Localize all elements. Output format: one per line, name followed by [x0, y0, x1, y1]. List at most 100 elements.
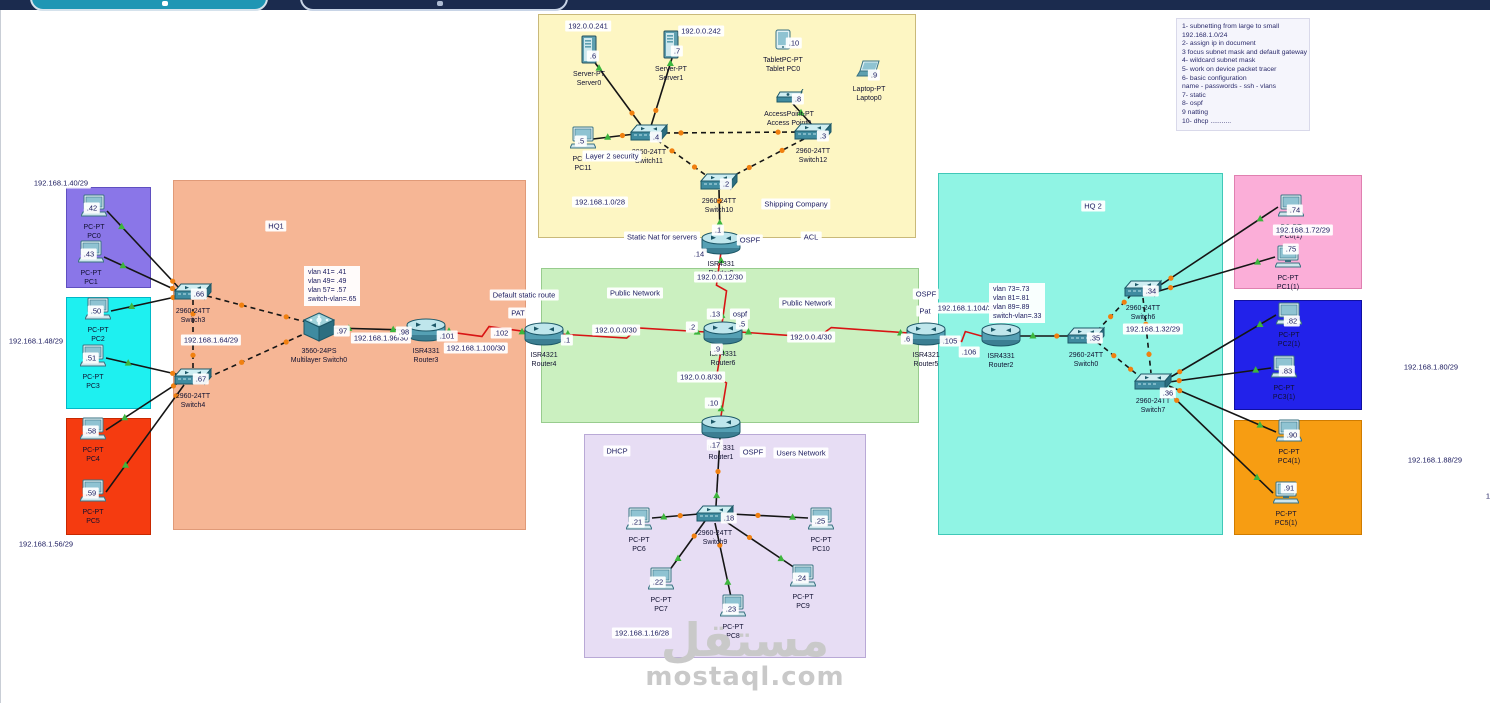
link-up-arrow: [744, 328, 752, 335]
device-model-label: PC-PT: [792, 594, 814, 601]
region-branch-pcs-c: [66, 418, 151, 535]
device-model-label: 2960-24TT: [795, 148, 831, 155]
port-status-dot: [1128, 366, 1134, 372]
cable-link[interactable]: [106, 210, 181, 290]
link-up-arrow: [1256, 320, 1264, 327]
cable-link[interactable]: [715, 251, 728, 325]
note-label: .67: [192, 373, 210, 385]
link-up-arrow: [595, 64, 603, 71]
note-label: 192.0.0.12/30: [694, 271, 746, 283]
port-status-dot: [1054, 333, 1060, 339]
device-name-label: PC3(1): [1272, 394, 1296, 401]
note-label: 192.168.1.104/30: [934, 302, 1000, 314]
device-name-label: PC8: [726, 633, 740, 640]
device-model-label: PC-PT: [82, 374, 104, 381]
device-router1[interactable]: ISR4331Router1: [676, 415, 766, 462]
device-name-label: Server1: [658, 75, 684, 82]
cable-link[interactable]: [1168, 385, 1277, 433]
cable-link[interactable]: [592, 133, 636, 140]
port-status-dot: [691, 533, 697, 539]
note-label: 192.168.1.80/29: [1400, 361, 1462, 373]
device-name-label: PC0(1): [1279, 233, 1303, 240]
cable-link[interactable]: [105, 380, 182, 431]
note-label: .9: [867, 69, 881, 81]
port-status-dot: [677, 513, 683, 519]
device-model-label: AccessPoint-PT: [764, 111, 814, 118]
cable-link[interactable]: [656, 139, 708, 177]
device-model-label: TabletPC-PT: [763, 57, 803, 64]
port-status-dot: [283, 314, 289, 320]
link-up-arrow: [604, 133, 612, 140]
cable-link[interactable]: [206, 295, 307, 323]
cable-link[interactable]: [103, 256, 181, 293]
note-label: 192.168.1.40/29: [30, 177, 92, 189]
note-label: HQ 2: [1081, 200, 1105, 212]
note-label: 192.168.1.64/29: [180, 334, 242, 346]
port-status-dot: [779, 147, 785, 153]
cable-link[interactable]: [110, 295, 181, 312]
note-label: .50: [87, 305, 105, 317]
port-status-dot: [1168, 275, 1174, 281]
note-label: PAT: [508, 307, 528, 319]
cable-link[interactable]: [1165, 389, 1274, 494]
note-label: 192.168.1.100/30: [443, 342, 509, 354]
device-model-label: PC-PT: [1277, 275, 1299, 282]
device-model-label: ISR4321: [912, 352, 940, 359]
device-name-label: Switch10: [704, 207, 734, 214]
tab-active[interactable]: [30, 0, 268, 11]
cable-link[interactable]: [651, 513, 700, 519]
cable-link[interactable]: [730, 513, 809, 519]
cable-link[interactable]: [650, 54, 674, 127]
cable-link[interactable]: [105, 357, 181, 376]
tab-inactive[interactable]: [300, 0, 568, 11]
device-name-label: Switch0: [1073, 361, 1099, 368]
region-branch-pcs-a: [66, 187, 151, 288]
device-name-label: Router1: [708, 454, 734, 461]
cable-link[interactable]: [668, 520, 706, 572]
device-model-label: PC-PT: [87, 327, 109, 334]
cable-link[interactable]: [206, 332, 307, 379]
note-label: .51: [82, 352, 100, 364]
note-label: .14: [690, 248, 708, 260]
device-model-label: Server-PT: [573, 71, 605, 78]
cable-link[interactable]: [105, 384, 185, 493]
port-status-dot: [755, 512, 761, 518]
note-label: Users Network: [773, 447, 829, 459]
note-label: Static Nat for servers: [623, 231, 701, 243]
cable-link[interactable]: [592, 59, 644, 129]
note-label: 192.168.1.48/29: [5, 335, 67, 347]
note-label: .59: [82, 487, 100, 499]
router-icon: [406, 318, 446, 347]
note-label: .106: [958, 346, 980, 358]
note-label: .3: [816, 130, 830, 142]
cable-link[interactable]: [1142, 297, 1152, 374]
note-label: .10: [785, 37, 803, 49]
cable-link[interactable]: [730, 138, 805, 178]
